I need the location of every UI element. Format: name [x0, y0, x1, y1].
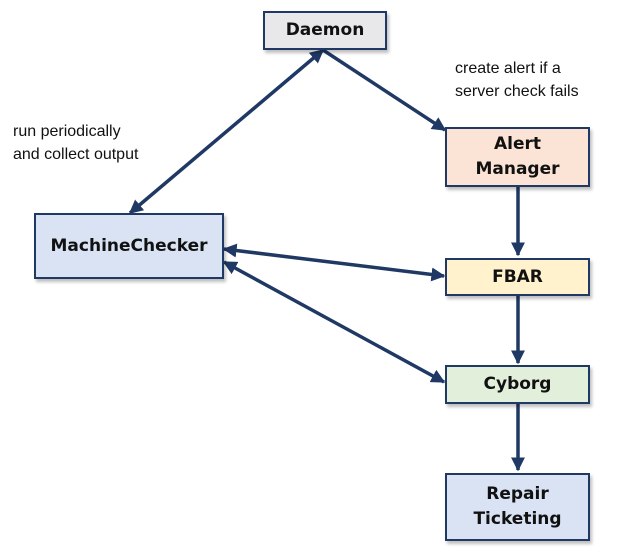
arrow-daemon-machinechecker [128, 48, 325, 215]
arrow-machinechecker-cyborg [222, 260, 446, 384]
fbar-node: FBAR [445, 258, 590, 296]
alert-manager-node: Alert Manager [445, 127, 590, 187]
create-alert-note: create alert if a server check fails [455, 60, 579, 100]
daemon-node: Daemon [263, 11, 387, 50]
cyborg-node: Cyborg [445, 365, 590, 404]
run-periodically-note: run periodically and collect output [13, 123, 139, 163]
machine-checker-label: MachineChecker [50, 235, 208, 256]
machine-checker-node: MachineChecker [34, 213, 224, 279]
arrow-daemon-alertmanager [322, 48, 447, 132]
daemon-label: Daemon [285, 20, 365, 40]
alert-manager-label: Alert Manager [475, 134, 560, 179]
fbar-label: FBAR [492, 266, 543, 287]
cyborg-label: Cyborg [483, 374, 552, 394]
repair-ticketing-node: Repair Ticketing [445, 473, 590, 541]
arrow-machinechecker-fbar [222, 243, 446, 282]
repair-ticketing-label: Repair Ticketing [473, 484, 562, 529]
